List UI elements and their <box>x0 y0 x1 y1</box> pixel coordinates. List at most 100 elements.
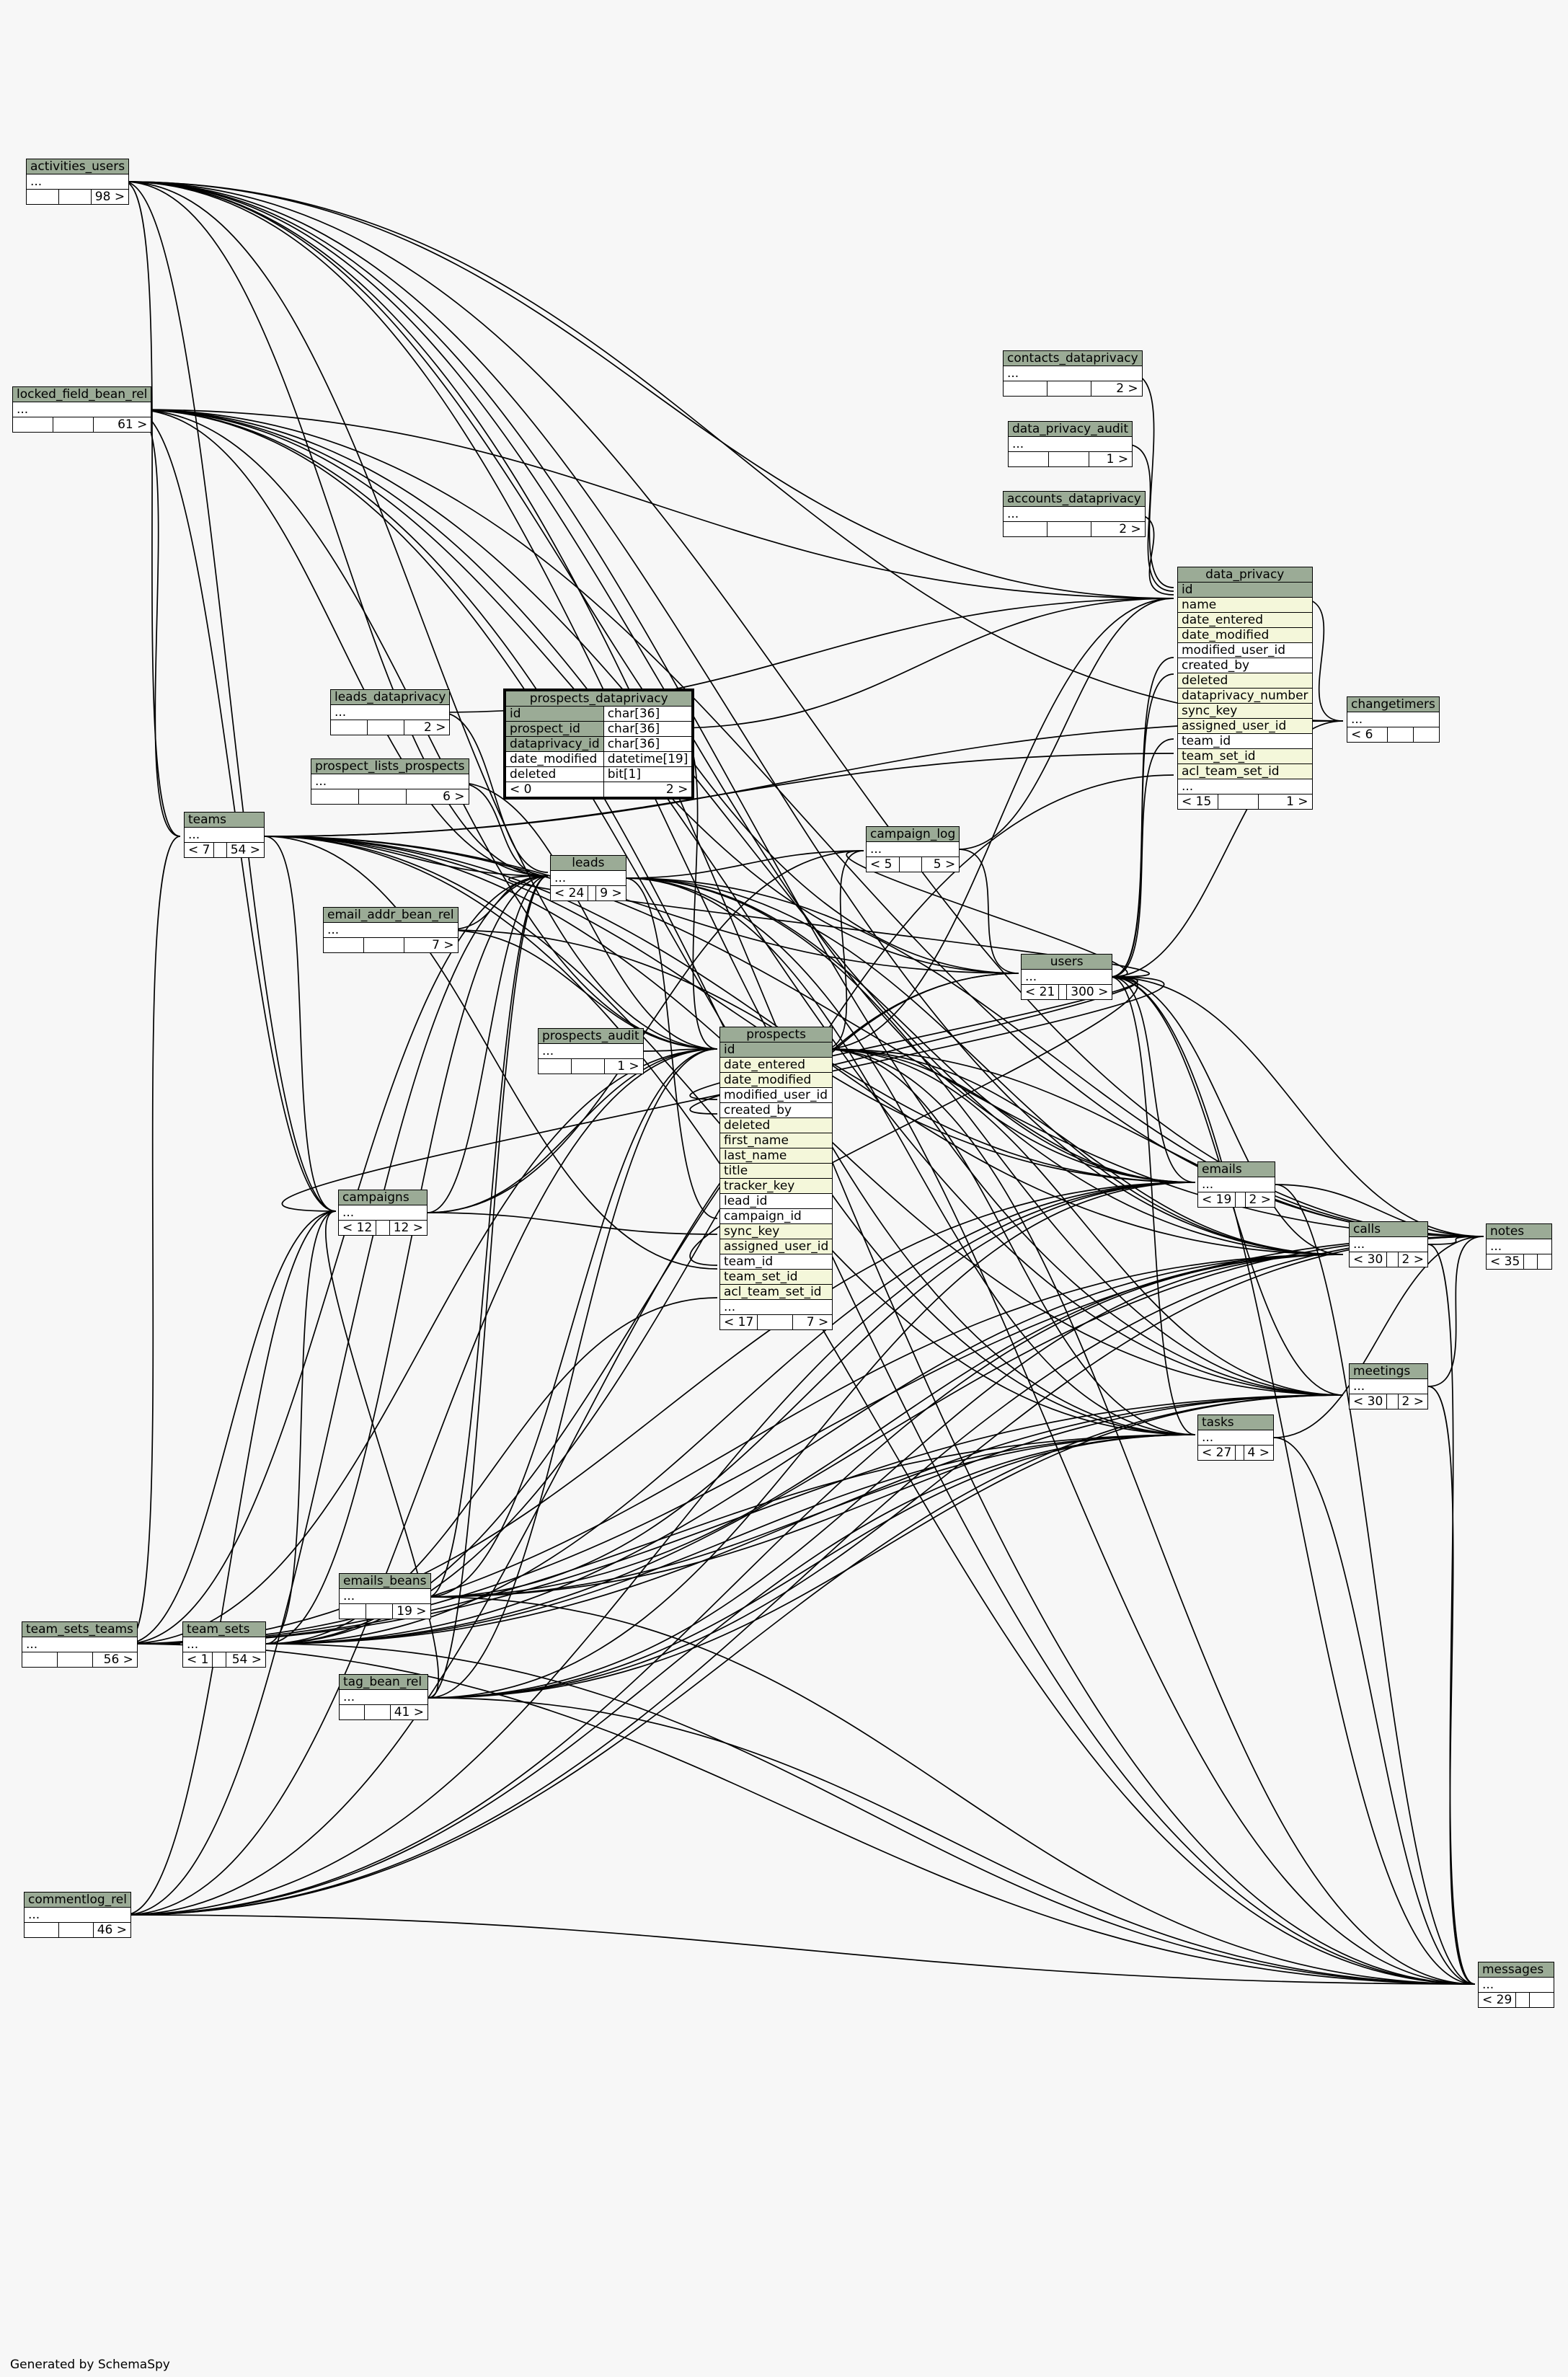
table-prospects[interactable]: prospects id date_entered date_modified … <box>719 1027 833 1330</box>
table-messages[interactable]: messages ... < 29 <box>1477 1962 1554 2008</box>
table-name: prospects_dataprivacy <box>504 689 694 707</box>
table-name: contacts_dataprivacy <box>1003 350 1143 366</box>
child-count: 12 > <box>389 1220 428 1236</box>
columns-elided: ... <box>339 1689 428 1705</box>
relationship-line <box>428 875 549 1699</box>
relationship-line <box>124 1914 1476 1985</box>
columns-elided: ... <box>24 1907 131 1923</box>
table-prospects-audit[interactable]: prospects_audit ... 1 > <box>538 1028 644 1074</box>
columns-elided: ... <box>182 1637 266 1652</box>
relationship-line <box>1299 598 1344 722</box>
relationship-line <box>123 181 1196 1183</box>
table-name: data_privacy <box>1177 567 1313 583</box>
column-team-set-id: team_set_id <box>1177 748 1313 764</box>
table-name: commentlog_rel <box>24 1892 131 1908</box>
relationship-line <box>264 836 1196 1183</box>
table-changetimers[interactable]: changetimers ... < 6 <box>1347 696 1440 743</box>
relationship-line <box>823 1048 1344 1255</box>
columns-elided: ... <box>339 1588 431 1604</box>
table-leads-dataprivacy[interactable]: leads_dataprivacy ... 2 > <box>329 689 451 735</box>
table-team-sets-teams[interactable]: team_sets_teams ... 56 > <box>22 1621 138 1668</box>
child-count: 19 > <box>392 1603 431 1619</box>
column-type: char[36] <box>603 706 694 722</box>
relationship-line <box>265 1210 337 1645</box>
relationship-line <box>1427 1236 1484 1245</box>
relationship-line <box>1273 1437 1476 1985</box>
child-count: 2 > <box>1397 1252 1429 1267</box>
table-name: tasks <box>1197 1415 1274 1430</box>
relationship-line <box>265 1236 1484 1645</box>
child-count: 300 > <box>1066 984 1113 1000</box>
column-sync-key: sync_key <box>1177 703 1313 719</box>
relationship-line <box>957 849 1019 974</box>
columns-elided: ... <box>338 1205 428 1221</box>
table-accounts-dataprivacy[interactable]: accounts_dataprivacy ... 2 > <box>1003 491 1146 537</box>
parent-count: < 21 <box>1020 984 1060 1000</box>
table-email-addr-bean-rel[interactable]: email_addr_bean_rel ... 7 > <box>323 907 459 953</box>
relationship-line <box>124 1210 337 1916</box>
table-activities-users[interactable]: activities_users ... 98 > <box>25 159 130 205</box>
table-contacts-dataprivacy[interactable]: contacts_dataprivacy ... 2 > <box>1003 350 1143 397</box>
column-lead-id: lead_id <box>719 1193 833 1209</box>
table-name: notes <box>1486 1223 1552 1239</box>
column-id: id <box>719 1042 833 1058</box>
child-count: 2 > <box>603 782 694 799</box>
column-created-by: created_by <box>719 1102 833 1118</box>
table-emails-beans[interactable]: emails_beans ... 19 > <box>338 1573 431 1619</box>
child-count: 46 > <box>92 1922 131 1938</box>
relationship-line <box>264 836 549 877</box>
column-assigned-user-id: assigned_user_id <box>719 1239 833 1254</box>
relationship-line <box>823 1048 1196 1183</box>
relationship-line <box>125 875 549 1645</box>
table-data-privacy-audit[interactable]: data_privacy_audit ... 1 > <box>1007 421 1133 467</box>
relationship-line <box>123 181 1344 1396</box>
table-name: locked_field_bean_rel <box>12 386 152 402</box>
relationship-line <box>428 875 549 1598</box>
parent-count: < 17 <box>719 1314 758 1330</box>
table-tag-bean-rel[interactable]: tag_bean_rel ... 41 > <box>338 1674 429 1720</box>
table-name: prospects <box>719 1027 833 1043</box>
parent-count: < 24 <box>549 885 589 901</box>
table-name: team_sets <box>182 1621 266 1637</box>
table-name: campaigns <box>338 1190 428 1205</box>
relationship-line <box>428 1182 1196 1598</box>
relationship-line <box>133 409 1344 1255</box>
columns-elided: ... <box>1349 1378 1428 1394</box>
columns-elided: ... <box>323 922 459 938</box>
relationship-line <box>133 409 1174 599</box>
table-locked-field-bean-rel[interactable]: locked_field_bean_rel ... 61 > <box>12 386 152 433</box>
table-name: data_privacy_audit <box>1007 421 1133 437</box>
columns-elided: ... <box>1003 506 1146 522</box>
table-prospect-lists-prospects[interactable]: prospect_lists_prospects ... 6 > <box>311 758 469 805</box>
relationship-line <box>123 181 1344 722</box>
table-notes[interactable]: notes ... < 35 <box>1485 1223 1552 1270</box>
column-team-id: team_id <box>719 1254 833 1270</box>
child-count: 5 > <box>921 856 960 872</box>
column-created-by: created_by <box>1177 658 1313 673</box>
relationship-line <box>428 1254 1344 1699</box>
relationship-line <box>1109 976 1476 1985</box>
table-commentlog-rel[interactable]: commentlog_rel ... 46 > <box>24 1892 131 1938</box>
column-modified-user-id: modified_user_id <box>1177 642 1313 658</box>
columns-elided: ... <box>12 402 152 417</box>
relationship-line <box>823 850 864 1050</box>
relationship-line <box>624 877 1484 1237</box>
relationship-line <box>264 836 1484 1237</box>
table-data-privacy[interactable]: data_privacy id name date_entered date_m… <box>1177 567 1313 810</box>
relationship-line <box>265 1434 1196 1645</box>
relationship-line <box>624 877 1196 1435</box>
child-count: 1 > <box>604 1058 644 1074</box>
relationship-line <box>1129 513 1174 596</box>
relationship-line <box>264 836 337 1212</box>
